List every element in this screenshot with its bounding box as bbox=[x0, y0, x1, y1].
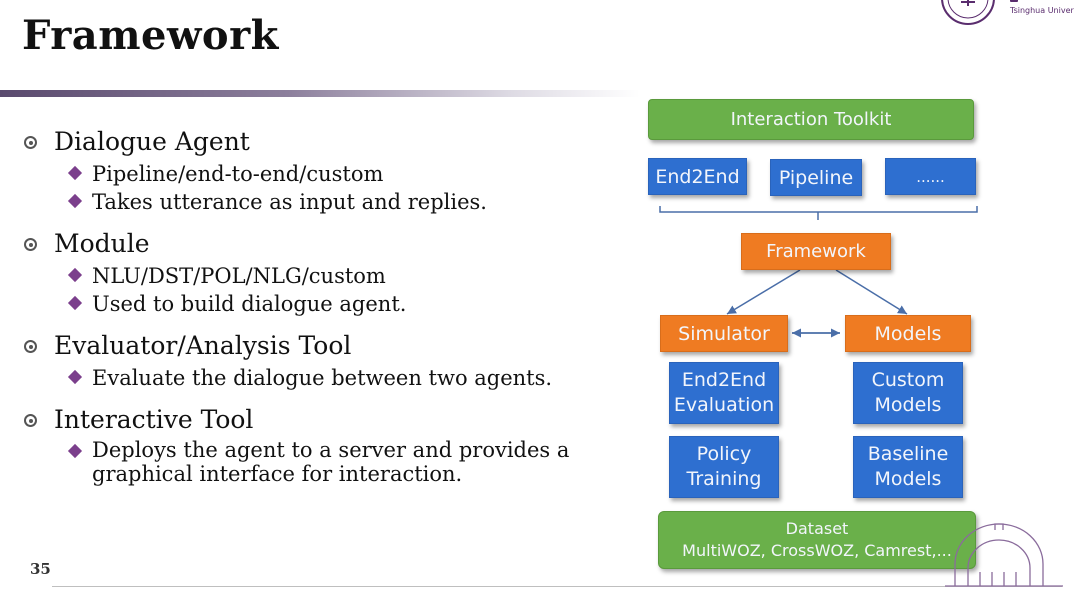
circle-bullet-icon bbox=[24, 414, 37, 427]
bullet-text: Used to build dialogue agent. bbox=[92, 292, 407, 316]
box-label: Evaluation bbox=[673, 394, 775, 416]
bullet-label: Interactive Tool bbox=[54, 405, 254, 434]
box-label: Models bbox=[874, 322, 942, 345]
bullet-group-module: Module NLU/DST/POL/NLG/custom Used to bu… bbox=[22, 226, 622, 318]
bullet-label: Module bbox=[54, 229, 150, 258]
box-label: End2End bbox=[655, 165, 740, 188]
box-label: Models bbox=[874, 468, 942, 490]
bullet-text: Takes utterance as input and replies. bbox=[92, 190, 487, 214]
building-outline-decoration bbox=[945, 523, 1063, 587]
box-label: Simulator bbox=[678, 322, 770, 345]
baseline-models-box: Baseline Models bbox=[853, 436, 963, 498]
circle-bullet-icon bbox=[24, 238, 37, 251]
arrow-framework-to-simulator bbox=[726, 269, 801, 315]
box-label: End2End bbox=[681, 369, 767, 391]
policy-training-box: Policy Training bbox=[669, 436, 779, 498]
arrow-framework-to-models bbox=[835, 269, 908, 315]
university-seal-logo bbox=[941, 0, 995, 25]
bullet-level1: Module bbox=[22, 226, 622, 262]
custom-models-box: Custom Models bbox=[853, 362, 963, 424]
bullet-level2: Evaluate the dialogue between two agents… bbox=[22, 364, 622, 392]
bullet-level2: Deploys the agent to a server and provid… bbox=[22, 438, 592, 486]
box-label: Interaction Toolkit bbox=[730, 109, 892, 130]
end2end-box: End2End bbox=[648, 158, 747, 195]
framework-box: Framework bbox=[741, 233, 891, 270]
bullet-level1: Dialogue Agent bbox=[22, 124, 622, 160]
bullet-level2: NLU/DST/POL/NLG/custom bbox=[22, 262, 622, 290]
diamond-bullet-icon bbox=[67, 369, 83, 385]
box-label: Models bbox=[874, 394, 942, 416]
bullet-text: Pipeline/end-to-end/custom bbox=[92, 162, 384, 186]
bullet-level1: Interactive Tool bbox=[22, 402, 622, 438]
diamond-bullet-icon bbox=[67, 193, 83, 209]
bullet-level2: Used to build dialogue agent. bbox=[22, 290, 622, 318]
brace-connector bbox=[659, 206, 978, 220]
diamond-bullet-icon bbox=[67, 443, 83, 459]
diamond-bullet-icon bbox=[67, 165, 83, 181]
pipeline-box: Pipeline bbox=[770, 159, 862, 196]
bullet-level2: Takes utterance as input and replies. bbox=[22, 188, 622, 216]
bullet-list: Dialogue Agent Pipeline/end-to-end/custo… bbox=[22, 124, 622, 496]
box-label: Baseline bbox=[867, 443, 949, 465]
box-label: Pipeline bbox=[778, 166, 854, 189]
models-box: Models bbox=[845, 315, 971, 352]
bullet-text: Evaluate the dialogue between two agents… bbox=[92, 366, 553, 390]
circle-bullet-icon bbox=[24, 340, 37, 353]
bullet-text: Deploys the agent to a server and provid… bbox=[92, 438, 570, 486]
diamond-bullet-icon bbox=[67, 267, 83, 283]
dataset-box: Dataset MultiWOZ, CrossWOZ, Camrest,... bbox=[658, 511, 976, 569]
end2end-evaluation-box: End2End Evaluation bbox=[669, 362, 779, 424]
bullet-group-dialogue-agent: Dialogue Agent Pipeline/end-to-end/custo… bbox=[22, 124, 622, 216]
slide-title: Framework bbox=[22, 12, 279, 59]
footer-divider bbox=[52, 586, 1062, 587]
box-label: Dataset bbox=[785, 519, 849, 538]
box-label: ...... bbox=[916, 167, 945, 186]
bullet-label: Dialogue Agent bbox=[54, 127, 250, 156]
bullet-text: NLU/DST/POL/NLG/custom bbox=[92, 264, 386, 288]
box-label: Policy bbox=[696, 443, 752, 465]
diamond-bullet-icon bbox=[67, 295, 83, 311]
simulator-box: Simulator bbox=[660, 315, 788, 352]
box-label: Framework bbox=[766, 241, 866, 262]
bullet-label: Evaluator/Analysis Tool bbox=[54, 331, 352, 360]
more-box: ...... bbox=[885, 158, 976, 195]
bullet-group-evaluator: Evaluator/Analysis Tool Evaluate the dia… bbox=[22, 328, 622, 392]
bullet-level1: Evaluator/Analysis Tool bbox=[22, 328, 622, 364]
page-number: 35 bbox=[30, 560, 51, 578]
box-label: Training bbox=[686, 468, 762, 490]
bullet-level2: Pipeline/end-to-end/custom bbox=[22, 160, 622, 188]
university-name: Tsinghua Univer bbox=[1010, 6, 1074, 15]
circle-bullet-icon bbox=[24, 136, 37, 149]
bullet-group-interactive-tool: Interactive Tool Deploys the agent to a … bbox=[22, 402, 622, 486]
box-label: Custom bbox=[871, 369, 945, 391]
title-divider bbox=[0, 90, 640, 97]
box-label: MultiWOZ, CrossWOZ, Camrest,... bbox=[682, 541, 952, 560]
university-mark-icon bbox=[1010, 0, 1018, 2]
interaction-toolkit-box: Interaction Toolkit bbox=[648, 99, 974, 140]
